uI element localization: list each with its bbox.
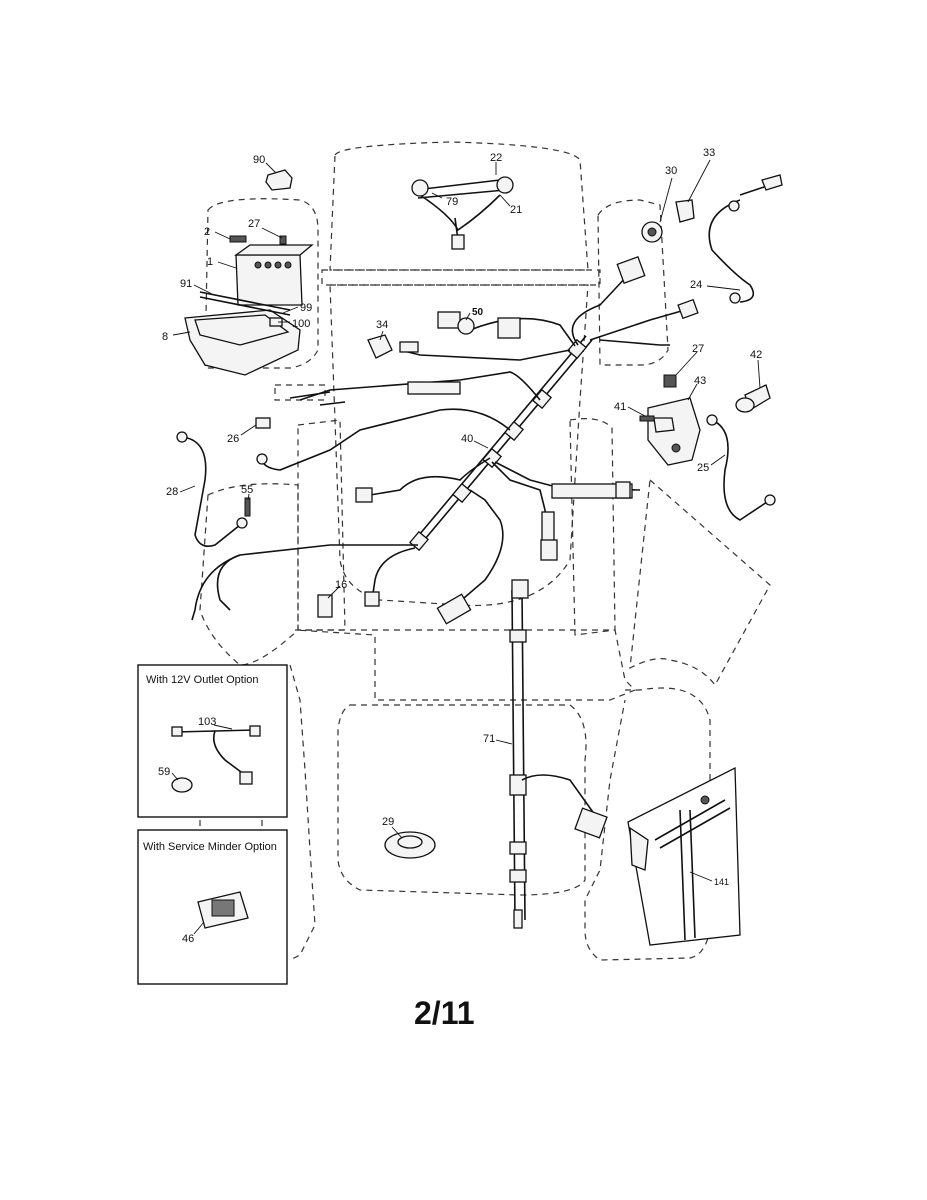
part-29-horn <box>384 831 436 859</box>
callout-55: 55 <box>241 484 253 496</box>
callout-8: 8 <box>162 331 168 343</box>
callout-141: 141 <box>714 877 729 887</box>
callout-26: 26 <box>227 433 239 445</box>
leader-lines <box>171 159 761 935</box>
callout-21: 21 <box>510 204 522 216</box>
callout-91: 91 <box>180 278 192 290</box>
callout-27a: 27 <box>248 218 260 230</box>
callout-29: 29 <box>382 816 394 828</box>
part-42-terminal-boot <box>735 384 771 413</box>
callout-28: 28 <box>166 486 178 498</box>
callout-27b: 27 <box>692 343 704 355</box>
callout-59: 59 <box>158 766 170 778</box>
part-26-fuse <box>255 417 271 429</box>
part-8-battery-tray <box>184 309 301 376</box>
harness-71 <box>509 579 608 929</box>
part-90-relay <box>265 169 293 191</box>
callout-40: 40 <box>461 433 473 445</box>
callout-41: 41 <box>614 401 626 413</box>
callout-34: 34 <box>376 319 388 331</box>
callout-43: 43 <box>694 375 706 387</box>
callout-50: 50 <box>472 307 484 318</box>
inset-service-minder <box>137 829 288 985</box>
part-1-battery <box>233 244 314 306</box>
callout-99: 99 <box>300 302 312 314</box>
part-41-bolt <box>639 415 655 422</box>
callout-46: 46 <box>182 933 194 945</box>
part-16-connector <box>317 594 333 618</box>
part-33-key <box>675 199 695 223</box>
part-91-battery-strap <box>199 291 291 316</box>
callout-2: 2 <box>204 226 210 238</box>
callout-22: 22 <box>490 152 502 164</box>
callout-33: 33 <box>703 147 715 159</box>
part-55-screw <box>244 497 251 517</box>
main-harness <box>191 256 699 625</box>
tractor-outline <box>199 141 771 961</box>
callout-100: 100 <box>292 318 310 330</box>
part-43-solenoid <box>647 374 701 466</box>
part-34-switch <box>367 334 393 359</box>
callouts: 90 22 79 21 30 33 2 27 1 91 99 100 8 34 … <box>158 147 762 945</box>
inset-12v-outlet <box>137 664 288 818</box>
callout-30: 30 <box>665 165 677 177</box>
callout-79: 79 <box>446 196 458 208</box>
part-141-seat-switch <box>627 766 741 946</box>
callout-25: 25 <box>697 462 709 474</box>
inset-title-outlet: With 12V Outlet Option <box>146 674 259 686</box>
part-30-ignition-switch <box>641 221 663 243</box>
callout-16: 16 <box>335 579 347 591</box>
part-50-switch <box>437 311 521 339</box>
part-2-bolt <box>229 235 287 245</box>
part-22-headlight-harness <box>411 176 514 250</box>
callout-90: 90 <box>253 154 265 166</box>
callout-71: 71 <box>483 733 495 745</box>
callout-42: 42 <box>750 349 762 361</box>
callout-1: 1 <box>207 256 213 268</box>
part-25-cable <box>706 414 776 521</box>
callout-24: 24 <box>690 279 702 291</box>
part-24-battery-cable <box>708 174 783 304</box>
part-28-ground-cable <box>176 431 248 548</box>
page-number: 2/11 <box>414 995 475 1031</box>
inset-title-service: With Service Minder Option <box>143 841 277 853</box>
callout-103: 103 <box>198 716 216 728</box>
